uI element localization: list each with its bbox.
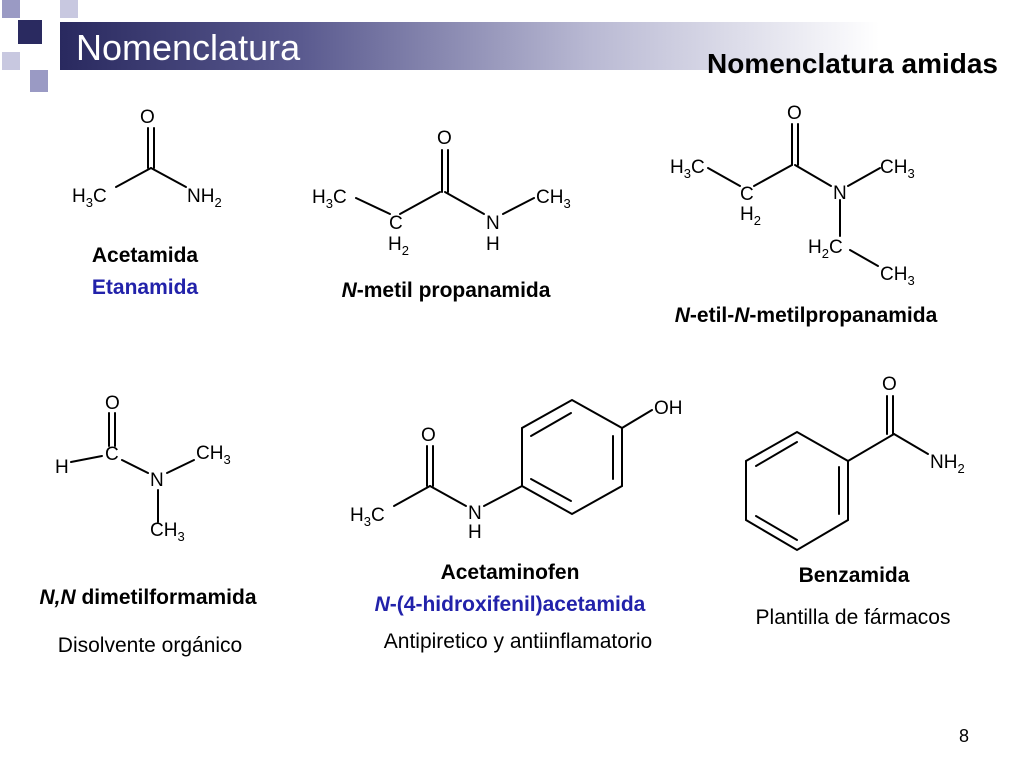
acetaminofen-use: Antipiretico y antiinflamatorio bbox=[383, 630, 653, 653]
atom-ch3: CH3 bbox=[880, 264, 915, 288]
atom-c: C bbox=[740, 184, 754, 205]
deco-square-5 bbox=[30, 70, 48, 92]
dmf-bonds bbox=[70, 412, 195, 523]
atom-n: N bbox=[150, 470, 164, 491]
acetaminofen-iupac: N-(4-hidroxifenil)acetamida bbox=[374, 593, 646, 616]
deco-square-1 bbox=[2, 0, 20, 18]
dmf-name: N,N dimetilformamida bbox=[39, 586, 257, 609]
deco-square-2 bbox=[60, 0, 78, 18]
deco-square-4 bbox=[2, 52, 20, 70]
atom-h: H bbox=[486, 234, 500, 255]
atom-ch3: CH3 bbox=[196, 443, 231, 467]
benzamida-bonds bbox=[745, 395, 929, 552]
deco-square-3 bbox=[18, 20, 42, 44]
atom-ch3: CH3 bbox=[536, 187, 571, 211]
atom-n: N bbox=[833, 183, 847, 204]
atom-h3c: H3C bbox=[350, 505, 385, 529]
atom-o: O bbox=[105, 393, 120, 414]
atom-h: H bbox=[468, 522, 482, 543]
page-number: 8 bbox=[958, 726, 969, 746]
n-metil-bonds bbox=[355, 149, 535, 215]
acetamida-name: Acetamida bbox=[91, 244, 199, 267]
acetamida-iupac: Etanamida bbox=[91, 276, 199, 299]
atom-o: O bbox=[787, 103, 802, 124]
atom-h2c: H2C bbox=[808, 237, 843, 261]
atom-h2: H2 bbox=[388, 234, 409, 258]
atom-h3c: H3C bbox=[670, 157, 705, 181]
atom-h2: H2 bbox=[740, 204, 761, 228]
atom-oh: OH bbox=[654, 398, 683, 419]
atom-c: C bbox=[105, 444, 119, 465]
header-bar bbox=[60, 22, 1024, 70]
dmf-use: Disolvente orgánico bbox=[57, 634, 243, 657]
acetamida-bonds bbox=[115, 127, 187, 188]
atom-n: N bbox=[486, 213, 500, 234]
n-etil-n-metil-name: N-etil-N-metilpropanamida bbox=[674, 304, 938, 327]
n-etil-n-metil-bonds bbox=[707, 123, 881, 267]
slide-title: Nomenclatura bbox=[76, 27, 301, 68]
acetaminofen-name: Acetaminofen bbox=[440, 561, 580, 584]
atom-o: O bbox=[140, 107, 155, 128]
atom-o: O bbox=[882, 374, 897, 395]
atom-h3c: H3C bbox=[312, 187, 347, 211]
benzamida-name: Benzamida bbox=[798, 564, 910, 587]
atom-nh2: NH2 bbox=[187, 186, 222, 210]
atom-o: O bbox=[421, 425, 436, 446]
atom-o: O bbox=[437, 128, 452, 149]
atom-ch3: CH3 bbox=[880, 157, 915, 181]
benzamida-use: Plantilla de fármacos bbox=[755, 606, 951, 629]
atom-nh2: NH2 bbox=[930, 452, 965, 476]
n-metil-name: N-metil propanamida bbox=[341, 279, 551, 302]
section-title: Nomenclatura amidas bbox=[707, 48, 998, 79]
atom-c: C bbox=[389, 213, 403, 234]
atom-h: H bbox=[55, 457, 69, 478]
acetaminofen-bonds bbox=[393, 398, 653, 516]
atom-ch3: CH3 bbox=[150, 520, 185, 544]
atom-n: N bbox=[468, 503, 482, 524]
atom-h3c: H3C bbox=[72, 186, 107, 210]
